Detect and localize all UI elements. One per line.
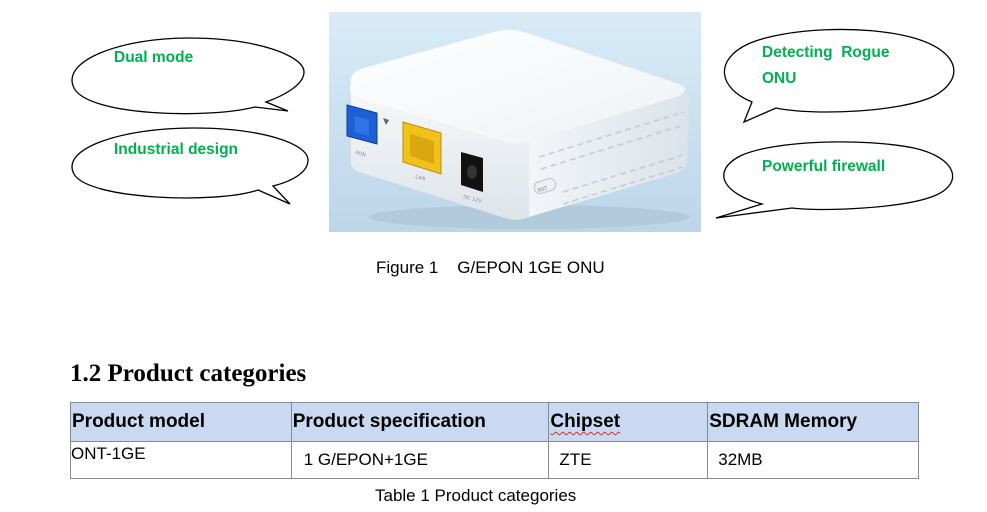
onu-device-illustration: PON LAN DC 12V RST bbox=[329, 12, 701, 232]
table-row: ONT-1GE 1 G/EPON+1GE ZTE 32MB bbox=[70, 441, 919, 479]
section-heading: 1.2 Product categories bbox=[70, 360, 307, 387]
side-vents bbox=[538, 111, 685, 205]
port-label-rst: RST bbox=[537, 185, 549, 194]
figure-caption: Figure 1 G/EPON 1GE ONU bbox=[376, 258, 605, 277]
callout-industrial-design: Industrial design bbox=[68, 120, 318, 210]
cell-chipset: ZTE bbox=[548, 441, 709, 479]
speech-bubble-shape bbox=[715, 141, 954, 219]
callout-powerful-firewall: Powerful firewall bbox=[714, 138, 964, 223]
port-label-dc: DC 12V bbox=[462, 194, 482, 205]
callout-detecting-rogue-onu: Detecting Rogue ONU bbox=[714, 18, 964, 128]
header-product-model: Product model bbox=[70, 402, 292, 442]
table-header-row: Product model Product specification Chip… bbox=[70, 402, 919, 442]
speech-bubble-shape bbox=[71, 37, 305, 115]
callout-dual-mode: Dual mode bbox=[68, 30, 308, 115]
product-photo: PON LAN DC 12V RST bbox=[329, 12, 701, 232]
speech-bubble-shape bbox=[71, 127, 309, 205]
reset-button bbox=[533, 178, 557, 194]
cell-model: ONT-1GE bbox=[70, 441, 292, 479]
cell-memory: 32MB bbox=[707, 441, 919, 479]
header-chipset-label: Chipset bbox=[550, 411, 621, 432]
cell-model-text: ONT-1GE bbox=[71, 444, 146, 463]
header-chipset: Chipset bbox=[548, 402, 709, 442]
speech-bubble-shape bbox=[723, 28, 955, 124]
header-product-specification: Product specification bbox=[290, 402, 550, 442]
table-caption: Table 1 Product categories bbox=[375, 486, 577, 505]
cell-chipset-text: ZTE bbox=[559, 450, 592, 469]
header-sdram-memory: SDRAM Memory bbox=[707, 402, 919, 442]
cell-specification: 1 G/EPON+1GE bbox=[290, 441, 550, 479]
callout-detecting-label-line1: Detecting Rogue bbox=[762, 44, 890, 61]
callout-dual-mode-label: Dual mode bbox=[114, 49, 194, 66]
callout-powerful-firewall-label: Powerful firewall bbox=[762, 158, 886, 175]
port-label-lan: LAN bbox=[414, 174, 426, 182]
product-categories-table: Product model Product specification Chip… bbox=[70, 402, 919, 479]
callout-detecting-label-line2: ONU bbox=[762, 70, 797, 87]
callout-industrial-design-label: Industrial design bbox=[114, 141, 239, 158]
cell-memory-text: 32MB bbox=[718, 450, 763, 469]
port-label-pon: PON bbox=[354, 150, 366, 159]
cell-specification-text: 1 G/EPON+1GE bbox=[303, 450, 428, 469]
